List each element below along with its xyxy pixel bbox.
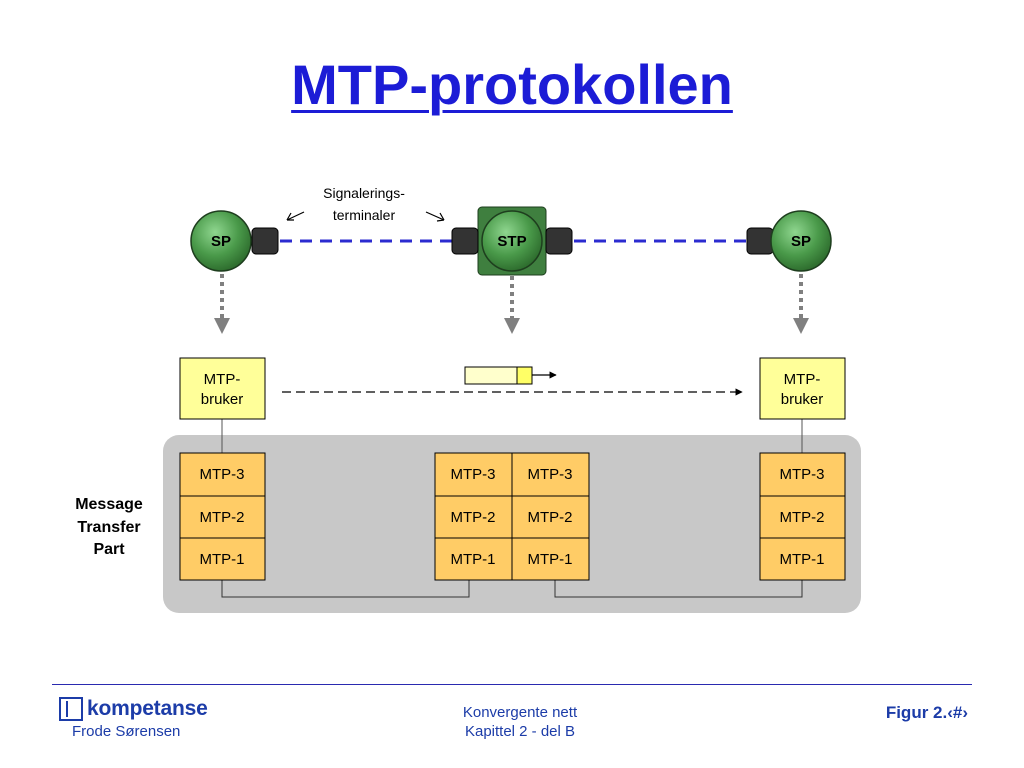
svg-text:Message: Message bbox=[75, 496, 143, 513]
logo-word: kompetanse bbox=[87, 697, 208, 720]
mtp-diagram: Signalerings- terminaler SP STP SP bbox=[75, 185, 861, 613]
svg-text:MTP-: MTP- bbox=[204, 371, 241, 388]
layer-mtp3: MTP-3 bbox=[528, 466, 573, 483]
physical-link-left bbox=[221, 580, 470, 598]
layer-mtp1: MTP-1 bbox=[528, 551, 573, 568]
layer-mtp3: MTP-3 bbox=[200, 466, 245, 483]
layer-mtp2: MTP-2 bbox=[528, 509, 573, 526]
signaling-terminal bbox=[746, 227, 774, 255]
svg-text:Part: Part bbox=[93, 541, 125, 558]
svg-text:bruker: bruker bbox=[781, 391, 824, 408]
signaling-terminal bbox=[451, 227, 479, 255]
sp-left-label: SP bbox=[211, 233, 231, 250]
mtp-stack-left: MTP-3 MTP-2 MTP-1 bbox=[179, 452, 266, 581]
layer-mtp3: MTP-3 bbox=[451, 466, 496, 483]
layer-mtp2: MTP-2 bbox=[200, 509, 245, 526]
ip-kompetanse-logo: kompetanse bbox=[59, 697, 208, 721]
signaling-terminal bbox=[251, 227, 279, 255]
signaling-terminals-label-line2: terminaler bbox=[333, 207, 396, 223]
svg-text:bruker: bruker bbox=[201, 391, 244, 408]
message-transfer-part-label: Message Transfer Part bbox=[75, 496, 143, 558]
footer-divider bbox=[52, 684, 972, 685]
author-name: Frode Sørensen bbox=[72, 723, 181, 740]
sp-node-left: SP bbox=[190, 210, 279, 272]
svg-text:MTP-: MTP- bbox=[784, 371, 821, 388]
mtp-stack-center-b: MTP-3 MTP-2 MTP-1 bbox=[511, 452, 590, 581]
mtp-stack-right: MTP-3 MTP-2 MTP-1 bbox=[759, 452, 846, 581]
mtp-user-left: MTP- bruker bbox=[179, 357, 266, 420]
page-title: MTP-protokollen bbox=[291, 53, 733, 116]
message-packet bbox=[464, 366, 557, 385]
course-line2: Kapittel 2 - del B bbox=[464, 723, 576, 740]
mtp-user-right: MTP- bruker bbox=[759, 357, 846, 420]
layer-mtp1: MTP-1 bbox=[200, 551, 245, 568]
layer-mtp3: MTP-3 bbox=[780, 466, 825, 483]
signaling-terminal bbox=[545, 227, 573, 255]
layer-mtp1: MTP-1 bbox=[780, 551, 825, 568]
layer-mtp2: MTP-2 bbox=[451, 509, 496, 526]
pointer-arrow-right bbox=[425, 211, 445, 222]
course-info: Konvergente nett Kapittel 2 - del B bbox=[380, 703, 660, 741]
layer-mtp2: MTP-2 bbox=[780, 509, 825, 526]
stp-label: STP bbox=[497, 233, 526, 250]
course-line1: Konvergente nett bbox=[462, 704, 578, 721]
svg-text:Transfer: Transfer bbox=[77, 519, 140, 536]
figure-number: Figur 2.‹#› bbox=[885, 703, 968, 722]
sp-node-right: SP bbox=[746, 210, 832, 272]
signaling-terminals-label-line1: Signalerings- bbox=[323, 185, 405, 201]
sp-right-label: SP bbox=[791, 233, 811, 250]
layer-mtp1: MTP-1 bbox=[451, 551, 496, 568]
physical-link-right bbox=[554, 580, 803, 598]
stp-node: STP bbox=[451, 206, 573, 276]
logo-mark bbox=[59, 697, 83, 721]
pointer-arrow-left bbox=[286, 211, 305, 221]
mtp-stack-center-a: MTP-3 MTP-2 MTP-1 bbox=[434, 452, 513, 581]
